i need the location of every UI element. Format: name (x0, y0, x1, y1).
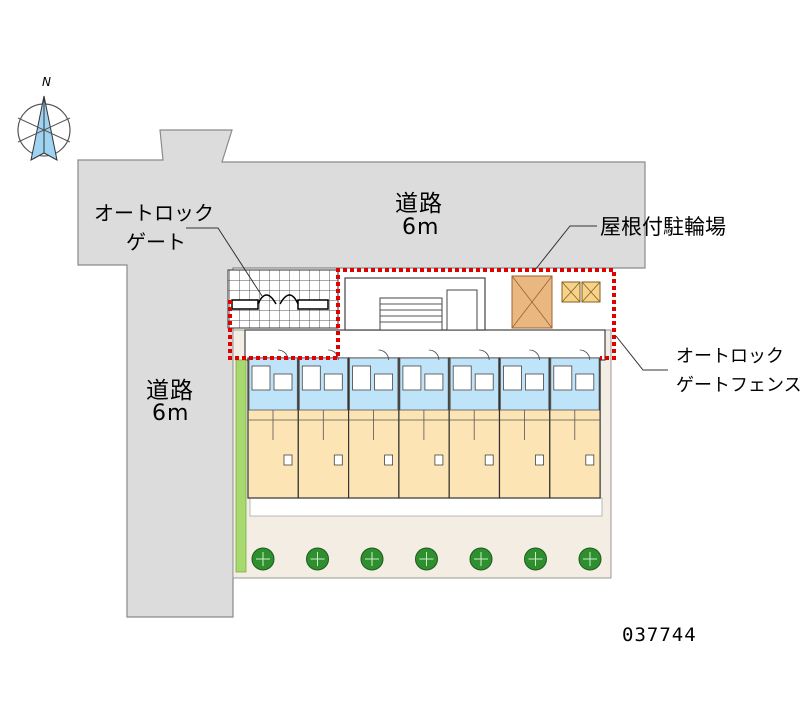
north-road-name: 道路 (395, 191, 443, 217)
unit-kitchen (424, 373, 444, 391)
tree-marking (256, 552, 270, 566)
gate-post-left (231, 299, 259, 310)
gate-leader-line (186, 227, 263, 297)
unit-partition (499, 410, 550, 440)
unit-door-swing (579, 349, 591, 361)
unit-closet (384, 454, 394, 466)
building-outline (244, 329, 606, 361)
bike-rack-marks (561, 281, 601, 303)
unit-door-swing (328, 349, 339, 361)
apartment-unit (398, 349, 450, 499)
unit-closet (283, 454, 293, 466)
unit-partition (549, 410, 601, 440)
apartment-unit (297, 349, 350, 499)
unit-door-swing (428, 349, 440, 361)
unit-door-swing (479, 349, 490, 361)
tree-marking (528, 552, 543, 566)
unit-door-swing (378, 349, 389, 361)
unit-partition (248, 410, 299, 440)
compass-north-label: N (42, 75, 51, 89)
unit-partition (298, 410, 349, 440)
unit-closet (434, 454, 444, 466)
unit-closet (484, 454, 494, 466)
unit-bath (301, 365, 321, 391)
stair-treads (380, 303, 442, 323)
unit-bath (452, 365, 472, 391)
unit-bath (553, 365, 573, 391)
rear-walkway (249, 497, 603, 517)
unit-door-swing (529, 349, 540, 361)
hedge (235, 359, 247, 573)
tree-marking (583, 552, 597, 566)
unit-closet (585, 454, 595, 466)
apartment-unit (448, 349, 501, 499)
apartment-units (247, 349, 601, 499)
gate-post-right (297, 299, 329, 310)
bicycle-parking-label: 屋根付駐輪場 (600, 215, 726, 239)
autolock-fence (228, 268, 616, 360)
unit-partition (348, 410, 399, 440)
apartment-unit (498, 349, 551, 499)
fence-label-line2: ゲートフェンス (676, 375, 800, 396)
unit-bath (352, 365, 372, 391)
west-road-name: 道路 (146, 378, 194, 404)
autolock-gate-label-line1: オートロック (94, 201, 214, 225)
stair (379, 297, 443, 331)
tree-marking (310, 552, 325, 566)
tree-marking (474, 552, 488, 566)
unit-kitchen (525, 373, 544, 391)
unit-bath (251, 365, 271, 391)
fence-label-line1: オートロック (676, 346, 784, 367)
unit-kitchen (575, 373, 595, 391)
fence-leader-line (615, 335, 668, 371)
tree-row (251, 547, 602, 571)
property-code: 037744 (622, 624, 697, 646)
unit-closet (535, 454, 544, 466)
tree-marking (419, 552, 434, 566)
gate-leaf-arcs (257, 294, 299, 305)
unit-bath (402, 365, 422, 391)
compass-rose (17, 95, 71, 161)
unit-partition (398, 410, 450, 440)
tree-marking (365, 552, 379, 566)
bike-leader-line (534, 225, 597, 271)
apartment-unit (348, 349, 400, 499)
road-network (77, 129, 646, 618)
unit-bath (503, 365, 522, 391)
apartment-unit (247, 349, 299, 499)
bike-shelter-cross (511, 275, 553, 329)
unit-kitchen (323, 373, 343, 391)
unit-kitchen (474, 373, 494, 391)
unit-kitchen (273, 373, 293, 391)
unit-closet (333, 454, 343, 466)
entrance-step (446, 289, 478, 331)
north-road-width: 6m (402, 215, 440, 240)
unit-partition (449, 410, 500, 440)
unit-kitchen (374, 373, 394, 391)
autolock-gate-label-line2: ゲート (126, 230, 186, 254)
apartment-unit (549, 349, 601, 499)
west-road-width: 6m (152, 401, 190, 426)
